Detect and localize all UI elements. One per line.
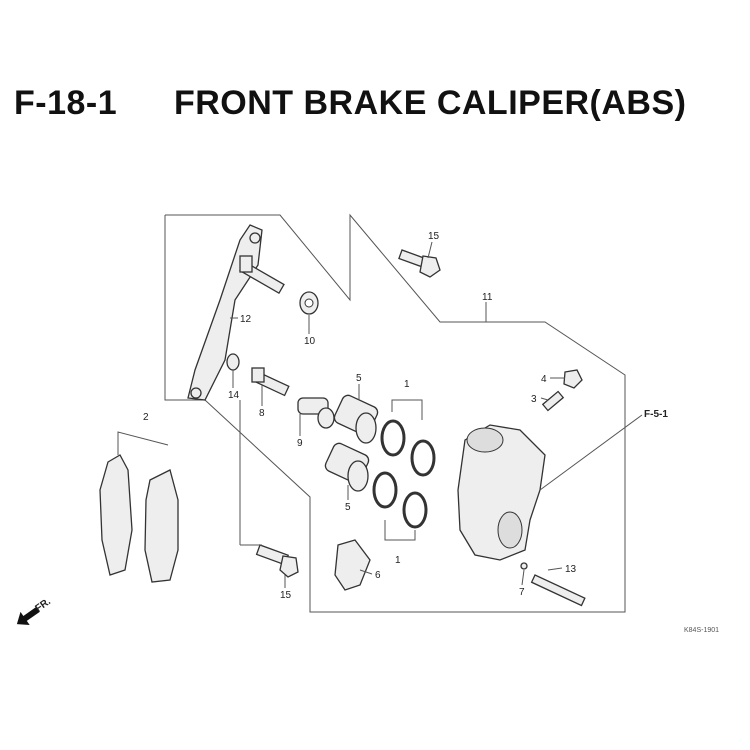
callout-4: 4	[541, 374, 547, 385]
piston-5-lower	[324, 442, 370, 492]
callout-6: 6	[375, 570, 381, 581]
caliper-body	[457, 424, 546, 561]
page-title: F-18-1 FRONT BRAKE CALIPER(ABS)	[14, 84, 687, 123]
callout-14: 14	[228, 390, 240, 401]
caliper-bracket	[187, 224, 263, 401]
callout-15-bottom: 15	[280, 590, 292, 601]
callout-15-top: 15	[428, 231, 440, 242]
callout-9: 9	[297, 438, 303, 449]
callout-1-upper: 1	[404, 379, 410, 390]
callout-5-upper: 5	[356, 373, 362, 384]
pad-spring-6	[334, 539, 371, 591]
section-code: F-18-1	[14, 84, 118, 122]
callout-2: 2	[143, 412, 149, 423]
bolt-15-top	[398, 249, 441, 278]
slide-pin-8	[251, 367, 290, 397]
callout-7: 7	[519, 587, 525, 598]
front-direction-arrow-icon	[16, 606, 40, 625]
callout-8: 8	[259, 408, 265, 419]
pad-pin-13	[530, 574, 586, 607]
clip-7	[520, 562, 528, 570]
section-title: FRONT BRAKE CALIPER(ABS)	[173, 84, 687, 122]
boot-14	[226, 353, 240, 371]
diagram-code: K84S-1901	[684, 627, 719, 634]
brake-pad-inner	[144, 469, 179, 583]
callout-12: 12	[240, 314, 252, 325]
callout-3: 3	[531, 394, 537, 405]
callout-5-lower: 5	[345, 502, 351, 513]
reference-f-5-1[interactable]: F-5-1	[644, 409, 668, 420]
bleeder-valve	[541, 369, 583, 412]
piston-5-upper	[333, 394, 379, 444]
bracket-bolt	[239, 255, 285, 295]
bolt-15-bottom	[255, 544, 299, 578]
callout-11: 11	[482, 292, 493, 303]
slide-pin-9	[297, 397, 335, 429]
piston-seals	[372, 419, 436, 529]
brake-pad-outer	[99, 454, 133, 576]
callout-13: 13	[565, 564, 577, 575]
callout-1-lower: 1	[395, 555, 401, 566]
callout-10: 10	[304, 336, 316, 347]
